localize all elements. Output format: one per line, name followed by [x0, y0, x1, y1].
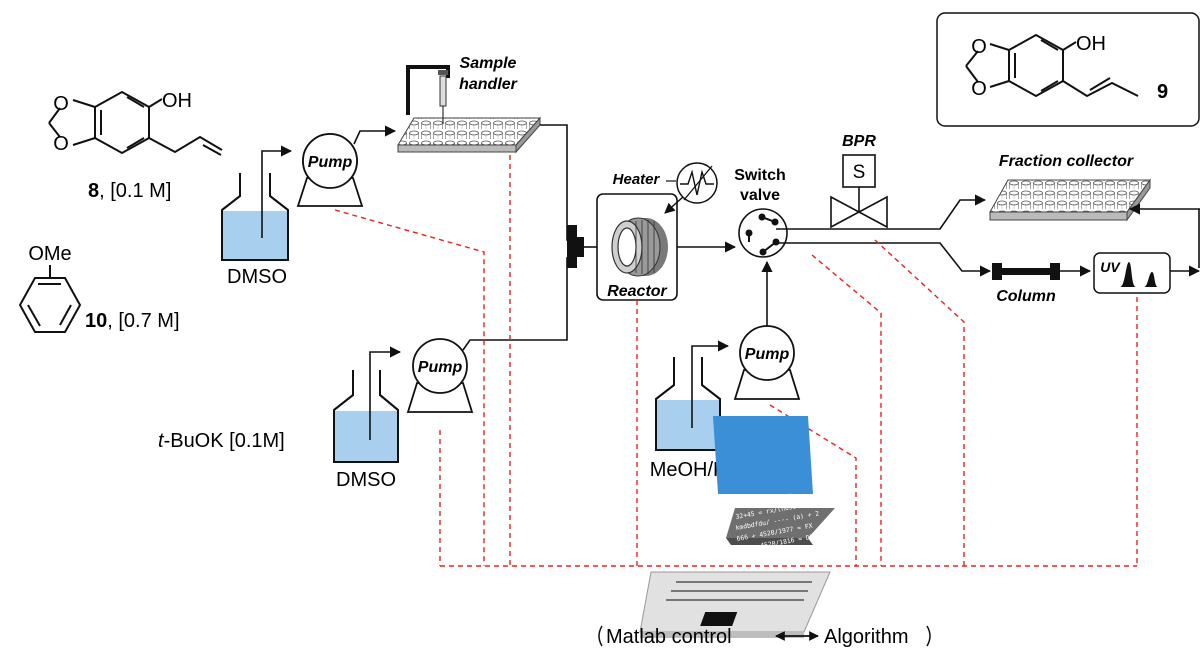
compound-8-label: 8, [0.1 M] — [88, 180, 171, 202]
sample-handler-label-2: handler — [459, 76, 518, 93]
atom-o: O — [53, 93, 69, 115]
uv-detector — [1093, 252, 1171, 294]
line-valve-to-collector — [776, 194, 987, 230]
pump-1-label: Pump — [308, 154, 353, 171]
switch-valve — [738, 208, 788, 258]
bpr-symbol: S — [853, 162, 866, 183]
line-valve-to-column — [778, 242, 992, 277]
line-pump2-to-mixer — [462, 257, 577, 351]
pump-3-label: Pump — [745, 346, 790, 363]
compound-9-oh: OH — [1076, 33, 1106, 55]
compound-9-structure — [965, 33, 1139, 98]
control-lines — [334, 155, 1138, 567]
column-label: Column — [996, 288, 1056, 305]
compound-10-structure — [18, 265, 82, 333]
compound-9-number: 9 — [1157, 81, 1168, 103]
switch-valve-label-1: Switch — [734, 167, 786, 184]
atom-o: O — [971, 36, 987, 58]
pump-1 — [296, 133, 364, 207]
reactor-label: Reactor — [607, 283, 667, 300]
line-pump1-to-handler — [353, 125, 397, 145]
compound-10-ome: OMe — [28, 243, 71, 265]
meoh-flask — [655, 340, 730, 451]
column — [992, 263, 1060, 280]
bpr-valve — [830, 154, 888, 229]
bpr-label: BPR — [842, 133, 876, 150]
dmso-2-label: DMSO — [336, 469, 396, 491]
sample-handler — [397, 65, 542, 154]
tbuok-label: t-BuOK [0.1M] — [158, 430, 285, 452]
dmso-flask-2 — [333, 346, 402, 463]
pump-2-label: Pump — [418, 359, 463, 376]
laptop-icon — [639, 416, 835, 638]
compound-8-structure — [48, 90, 223, 156]
heater-icon — [676, 162, 718, 204]
algorithm-label: Algorithm — [824, 626, 908, 648]
compound-9-box — [936, 12, 1200, 127]
syringe-icon — [438, 70, 448, 75]
dmso-1-label: DMSO — [227, 266, 287, 288]
fraction-collector — [989, 178, 1151, 222]
reactor-coil — [611, 217, 668, 277]
switch-valve-label-2: valve — [740, 187, 780, 204]
laptop-screen-text: ab3450111000101 32+45 = rx/(h055udA kmdb… — [735, 492, 820, 565]
sample-handler-label-1: Sample — [460, 55, 517, 72]
mixer — [567, 225, 584, 268]
compound-8-oh: OH — [162, 90, 192, 112]
matlab-control-label: Matlab control — [606, 626, 732, 648]
atom-o: O — [53, 133, 69, 155]
atom-o: O — [971, 78, 987, 100]
control-bracket — [598, 625, 931, 647]
dmso-flask-1 — [221, 145, 293, 261]
uv-label: UV — [1100, 259, 1121, 275]
compound-10-label: 10, [0.7 M] — [85, 310, 180, 332]
line-handler-to-mixer — [540, 124, 577, 241]
pump-2 — [406, 338, 474, 413]
heater-label: Heater — [613, 171, 661, 188]
fraction-collector-label: Fraction collector — [999, 153, 1134, 170]
